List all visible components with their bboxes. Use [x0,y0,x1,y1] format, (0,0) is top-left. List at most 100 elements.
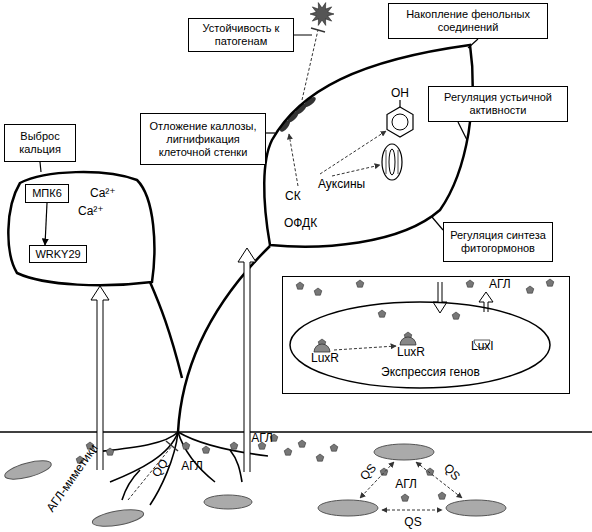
cell-outline [290,302,550,388]
signal-arrow [332,165,380,176]
molecule-label: АГЛ-миметики [44,441,101,514]
node-text: Экспрессия генов [381,365,480,379]
box-text: Устойчивость к патогенам [193,22,289,48]
receptor-symbol [400,337,416,345]
ahl-molecule [452,312,460,319]
node-text: LuxR [397,345,425,359]
ahl-molecule [296,282,304,289]
oh-bond [399,100,400,107]
callout-box: Устойчивость к патогенам [188,18,294,52]
node-text: ОФДК [284,216,317,230]
stoma-outline [382,144,402,180]
inset-frame: АГЛLuxRLuxRLuxIЭкспрессия генов [282,276,570,394]
leader-line [294,35,312,36]
aromatic-circle [392,114,408,130]
process-label: QQ [149,456,171,479]
ground-line [0,431,592,433]
inhibition-line [302,30,318,100]
inhibition-bar [166,441,178,451]
bacterium [3,457,53,483]
quorum-inset-detail [314,282,493,352]
bacterium [318,500,378,516]
box-text: Регуляция синтеза фитогормонов [448,229,548,255]
root [122,470,140,500]
callout-box: Отложение каллозы, лигнификация клеточно… [140,113,266,165]
node-text: Ca²⁺ [78,204,104,218]
callout-box: Регуляция устьичной активности [428,86,568,122]
qs-arrow [382,510,442,511]
ahl-molecule [314,288,322,295]
box-text: Выброс кальция [9,130,71,156]
leader-line [266,132,275,133]
protein-box: WRKY29 [29,245,87,263]
ahl-molecule [106,448,114,455]
ahl-molecules [76,279,554,501]
receptor-symbol [314,344,330,352]
node-text: LuxR [311,351,339,365]
root [110,432,178,482]
process-label: QS [441,461,463,483]
root [95,432,178,452]
stem-branch [150,282,182,378]
ahl-molecule [356,280,364,287]
ahl-molecule [298,440,306,447]
qq-line [128,446,172,500]
leader-line [432,217,443,230]
ahl-molecule [401,494,409,501]
node-text: АГЛ [489,277,511,291]
leader-line [458,122,467,140]
leaf: Ca²⁺ Ca²⁺ МПК6WRKY29 [5,168,157,290]
leaf-outline [264,45,472,247]
transport-arrow [91,286,109,470]
ahl-uptake-arrow [433,282,447,313]
molecule-label: АГЛ [181,459,203,473]
guard-cell-lines [386,150,398,174]
leaf-outline [8,172,154,285]
root [230,450,242,482]
ahl-molecule [426,468,434,475]
ahl-molecule [378,310,386,317]
stem [178,246,270,432]
process-label: QS [404,515,421,529]
ahl-molecule [230,442,238,449]
molecule-label: АГЛ [251,431,273,445]
ahl-molecule [330,444,338,451]
callose-deposits [278,95,317,133]
benzene-ring [387,107,413,137]
ahl-molecule [284,448,292,455]
bacterium [446,500,506,516]
box-text: МПК6 [32,187,62,200]
box-text: WRKY29 [35,248,80,261]
molecule-label: АГЛ [395,477,417,491]
node-text: Ауксины [318,177,365,191]
ahl-molecule [526,286,534,293]
protein-box: МПК6 [25,184,69,203]
leader-line [40,162,41,172]
box-text: Накопление фенольных соединений [393,8,543,34]
bacterium [204,495,252,509]
signal-arrow [334,346,396,350]
stoma-pore [389,149,395,175]
node-text: Ca²⁺ [90,186,116,200]
process-label: QS [357,461,379,483]
root [178,432,215,482]
arrow-connector [45,203,47,245]
signal-arrow [320,131,386,174]
stoma [382,144,402,180]
callout-box: Выброс кальция [4,124,76,162]
phenol-ring [387,100,413,137]
qs-signals [128,446,462,510]
bacterium [91,507,145,530]
chemical-group: OH [391,86,409,100]
callout-box: Регуляция синтеза фитогормонов [443,222,553,262]
node-text: СК [285,189,301,203]
ahl-molecule [466,280,474,287]
ahl-molecule [182,442,190,449]
bacterium [374,444,434,460]
signal-arrow [289,134,298,186]
ahl-molecule [438,492,446,499]
box-text: Регуляция устьичной активности [433,91,563,117]
callout-box: Накопление фенольных соединений [388,3,548,39]
roots [95,432,268,505]
